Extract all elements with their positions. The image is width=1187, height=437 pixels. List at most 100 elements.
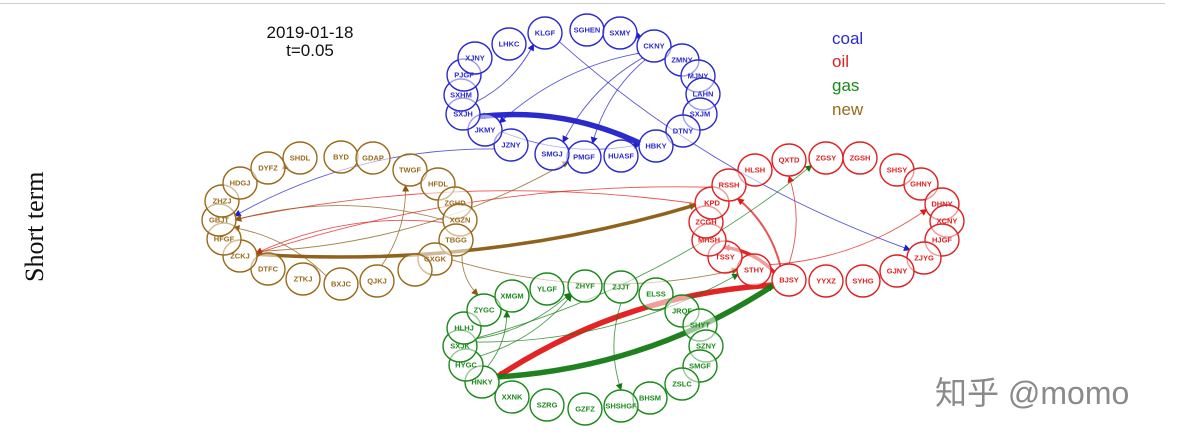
edge-sxjk-sthy bbox=[475, 273, 740, 343]
node-hbky bbox=[638, 129, 674, 163]
node-zgsh bbox=[842, 141, 878, 175]
top-divider bbox=[0, 3, 1165, 4]
node-label: XMGM bbox=[500, 292, 523, 301]
node-shdl bbox=[282, 141, 318, 175]
node-bjsy bbox=[771, 263, 807, 297]
node-label: HJGF bbox=[932, 236, 952, 245]
node-xxnk bbox=[494, 380, 530, 414]
node-label: GDAP bbox=[362, 154, 384, 163]
edge-ckny-smgj bbox=[562, 57, 644, 143]
node-label: JKMY bbox=[475, 126, 496, 135]
node-klgf bbox=[527, 16, 563, 50]
node-zhyf bbox=[567, 269, 603, 303]
legend-oil: oil bbox=[832, 52, 850, 71]
edge-rssh-zckj bbox=[255, 186, 714, 256]
node-huasf bbox=[603, 139, 639, 173]
node-lhkc bbox=[491, 27, 527, 61]
node-label: BJSY bbox=[779, 276, 799, 285]
node-elss bbox=[638, 277, 674, 311]
node-label: KLGF bbox=[535, 29, 556, 38]
edge-bxjc-gbjt bbox=[232, 225, 328, 277]
node-label: PMGF bbox=[573, 153, 595, 162]
node-label: ZGHD bbox=[444, 199, 466, 208]
node-label: JRQF bbox=[672, 307, 692, 316]
edge-xgzn-gbjt bbox=[234, 205, 445, 222]
edge-bjsy-qxtd bbox=[787, 175, 797, 265]
node-sxmy bbox=[602, 16, 638, 50]
legend-coal: coal bbox=[832, 29, 864, 48]
node-label: DHNY bbox=[931, 200, 952, 209]
node-label: ZGSH bbox=[850, 154, 871, 163]
node-yyxz bbox=[808, 264, 844, 298]
node-gjny bbox=[879, 254, 915, 288]
node-label: HLHJ bbox=[454, 324, 474, 333]
node-label: STHY bbox=[744, 266, 764, 275]
node-label: ZHZJ bbox=[213, 197, 232, 206]
node-label: BXJC bbox=[331, 280, 352, 289]
node-label: SXMY bbox=[609, 29, 630, 38]
node-gdap bbox=[355, 141, 391, 175]
node-shshgf bbox=[603, 389, 639, 423]
node-label: LHKC bbox=[499, 40, 520, 49]
edge-sthy-dhny bbox=[769, 208, 928, 266]
node-label: CKNY bbox=[643, 42, 664, 51]
legend-gas: gas bbox=[832, 76, 860, 95]
node-label: KPD bbox=[704, 199, 720, 208]
node-label: TWGF bbox=[399, 166, 421, 175]
edge-hnky-xmgm bbox=[486, 310, 511, 368]
watermark: 知乎 @momo bbox=[935, 375, 1130, 411]
edge-ckny-jkmy bbox=[498, 52, 640, 124]
node-syhg bbox=[845, 264, 881, 298]
edge-tbgg-zygc bbox=[461, 254, 479, 296]
node-label: RSSH bbox=[719, 181, 740, 190]
node-label: ZSLC bbox=[672, 380, 692, 389]
node-label: DTFC bbox=[258, 265, 279, 274]
node-label: SYHG bbox=[852, 277, 873, 286]
node-label: SZNY bbox=[696, 342, 716, 351]
node-xmgm bbox=[494, 279, 530, 313]
edge-ckny-pmgf bbox=[590, 59, 646, 145]
node-hdgj bbox=[222, 166, 258, 200]
node-label: SXJK bbox=[450, 342, 470, 351]
node-label: QJKJ bbox=[367, 277, 387, 286]
node-label: HUASF bbox=[608, 152, 634, 161]
node-zslc bbox=[664, 367, 700, 401]
node-label: YLGF bbox=[537, 285, 557, 294]
edge-hygc-zhyf bbox=[479, 294, 573, 357]
node-label: HLSH bbox=[745, 166, 765, 175]
node-label: SZRG bbox=[537, 401, 558, 410]
node-label: GZFZ bbox=[575, 405, 595, 414]
node-xjny bbox=[457, 41, 493, 75]
node-gzfz bbox=[567, 392, 603, 426]
node-label: XCNY bbox=[937, 217, 958, 226]
edge-hbky-sxjh bbox=[478, 111, 642, 146]
node-label: MHSH bbox=[698, 236, 720, 245]
node-label: ZTKJ bbox=[294, 275, 313, 284]
legend-new: new bbox=[832, 100, 864, 119]
edge-klgf-zjyg bbox=[558, 40, 911, 252]
node-dyfz bbox=[250, 151, 286, 185]
node-label: ZJYG bbox=[914, 254, 934, 263]
node-smgj bbox=[534, 137, 570, 171]
node-sthy bbox=[736, 253, 772, 287]
node-dtny bbox=[665, 114, 701, 148]
node-label: ZJJT bbox=[612, 283, 630, 292]
node-label: MJNY bbox=[688, 72, 709, 81]
node-ztkj bbox=[285, 262, 321, 296]
node-qxtd bbox=[771, 143, 807, 177]
node-zygc bbox=[466, 293, 502, 327]
node-label: QXTD bbox=[779, 156, 800, 165]
edge-hnky-bjsy bbox=[497, 282, 776, 380]
node-label: HYGC bbox=[455, 361, 477, 370]
node-unlabeled bbox=[397, 253, 433, 287]
node-label: HFDL bbox=[428, 180, 448, 189]
node-label: GHNY bbox=[910, 180, 932, 189]
edge-sxjk-zgsy bbox=[474, 164, 813, 340]
edge-sxjk-zhyf bbox=[474, 292, 572, 340]
node-label: XJNY bbox=[465, 54, 485, 63]
date-label: 2019-01-18 bbox=[266, 23, 354, 42]
node-label: YYXZ bbox=[816, 277, 836, 286]
node-label: ELSS bbox=[646, 290, 666, 299]
node-label: SHDL bbox=[290, 154, 311, 163]
